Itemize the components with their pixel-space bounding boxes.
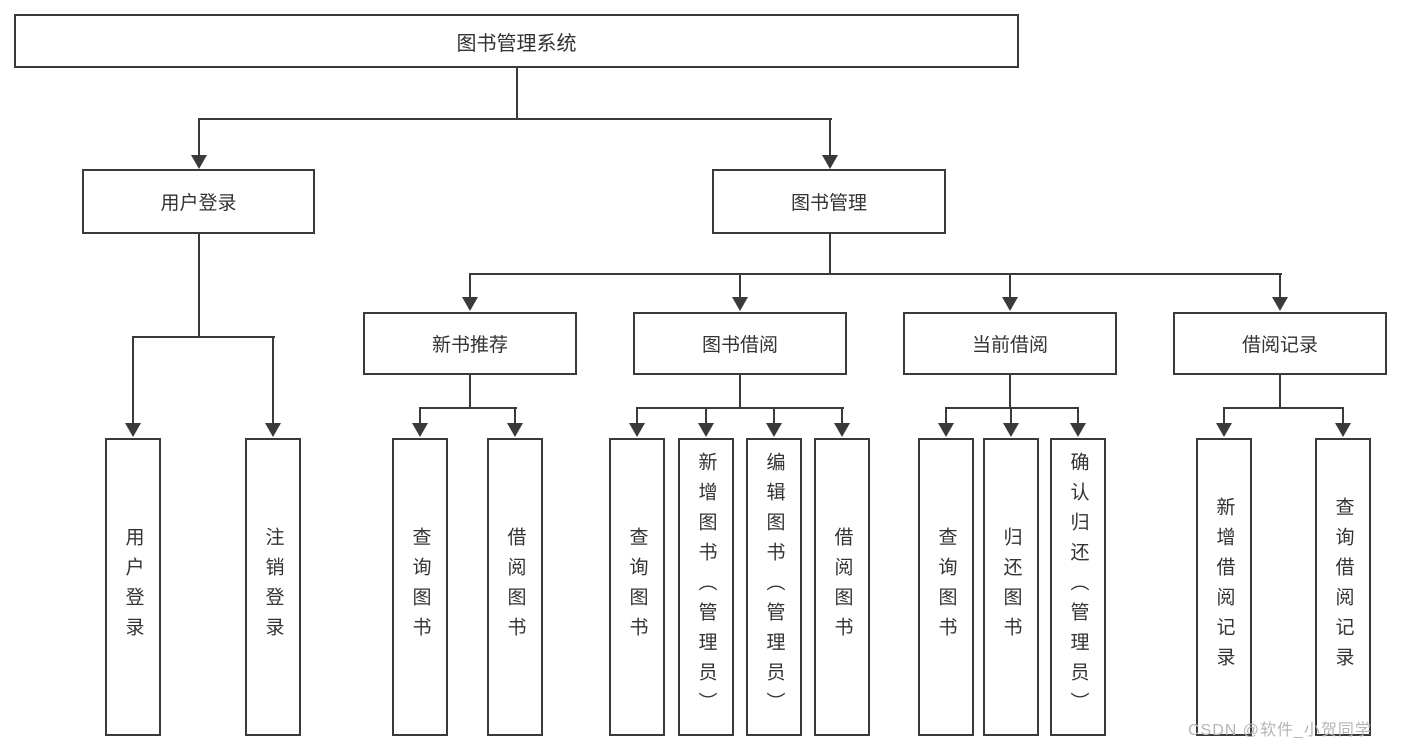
arrowhead-down-icon — [1002, 297, 1018, 311]
connector-line — [636, 407, 844, 409]
arrowhead-down-icon — [698, 423, 714, 437]
leaf-confirm-return-admin: 确认归还（管理员） — [1050, 438, 1106, 736]
connector-line — [636, 407, 638, 425]
node-book-management: 图书管理 — [712, 169, 946, 234]
connector-line — [945, 407, 947, 425]
arrowhead-down-icon — [938, 423, 954, 437]
connector-line — [198, 118, 832, 120]
arrowhead-down-icon — [1070, 423, 1086, 437]
leaf-return-book: 归还图书 — [983, 438, 1039, 736]
arrowhead-down-icon — [732, 297, 748, 311]
arrowhead-down-icon — [766, 423, 782, 437]
arrowhead-down-icon — [1003, 423, 1019, 437]
connector-line — [516, 68, 518, 119]
leaf-logout: 注销登录 — [245, 438, 301, 736]
node-user-login-group: 用户登录 — [82, 169, 315, 234]
connector-line — [705, 407, 707, 425]
node-current-borrow: 当前借阅 — [903, 312, 1117, 375]
leaf-query-books-recommend: 查询图书 — [392, 438, 448, 736]
node-new-book-recommend: 新书推荐 — [363, 312, 577, 375]
connector-line — [272, 336, 274, 424]
connector-line — [1279, 273, 1281, 299]
connector-line — [132, 336, 134, 424]
leaf-add-book-admin: 新增图书（管理员） — [678, 438, 734, 736]
csdn-watermark: CSDN @软件_小贺同学 — [1188, 722, 1372, 739]
arrowhead-down-icon — [822, 155, 838, 169]
connector-line — [1342, 407, 1344, 425]
connector-line — [945, 407, 1079, 409]
leaf-borrow-books-borrow: 借阅图书 — [814, 438, 870, 736]
connector-line — [198, 118, 200, 156]
arrowhead-down-icon — [507, 423, 523, 437]
arrowhead-down-icon — [191, 155, 207, 169]
connector-line — [829, 234, 831, 274]
connector-line — [1009, 273, 1011, 299]
leaf-query-borrow-record: 查询借阅记录 — [1315, 438, 1371, 736]
arrowhead-down-icon — [834, 423, 850, 437]
node-borrow-records: 借阅记录 — [1173, 312, 1387, 375]
connector-line — [1010, 407, 1012, 425]
arrowhead-down-icon — [412, 423, 428, 437]
connector-line — [469, 375, 471, 408]
connector-line — [419, 407, 517, 409]
connector-line — [1279, 375, 1281, 408]
connector-line — [739, 375, 741, 408]
connector-line — [514, 407, 516, 425]
connector-line — [1009, 375, 1011, 408]
connector-line — [1223, 407, 1225, 425]
leaf-borrow-books-recommend: 借阅图书 — [487, 438, 543, 736]
connector-line — [198, 234, 200, 337]
connector-line — [419, 407, 421, 425]
arrowhead-down-icon — [265, 423, 281, 437]
arrowhead-down-icon — [462, 297, 478, 311]
connector-line — [469, 273, 1282, 275]
leaf-query-books-borrow: 查询图书 — [609, 438, 665, 736]
arrowhead-down-icon — [125, 423, 141, 437]
leaf-user-login: 用户登录 — [105, 438, 161, 736]
connector-line — [1077, 407, 1079, 425]
connector-line — [829, 118, 831, 156]
connector-line — [469, 273, 471, 299]
arrowhead-down-icon — [629, 423, 645, 437]
connector-line — [739, 273, 741, 299]
node-book-borrow: 图书借阅 — [633, 312, 847, 375]
leaf-add-borrow-record: 新增借阅记录 — [1196, 438, 1252, 736]
connector-line — [773, 407, 775, 425]
arrowhead-down-icon — [1272, 297, 1288, 311]
leaf-edit-book-admin: 编辑图书（管理员） — [746, 438, 802, 736]
connector-line — [132, 336, 275, 338]
node-root-system: 图书管理系统 — [14, 14, 1019, 68]
connector-line — [841, 407, 843, 425]
leaf-query-books-current: 查询图书 — [918, 438, 974, 736]
connector-line — [1223, 407, 1344, 409]
arrowhead-down-icon — [1335, 423, 1351, 437]
arrowhead-down-icon — [1216, 423, 1232, 437]
